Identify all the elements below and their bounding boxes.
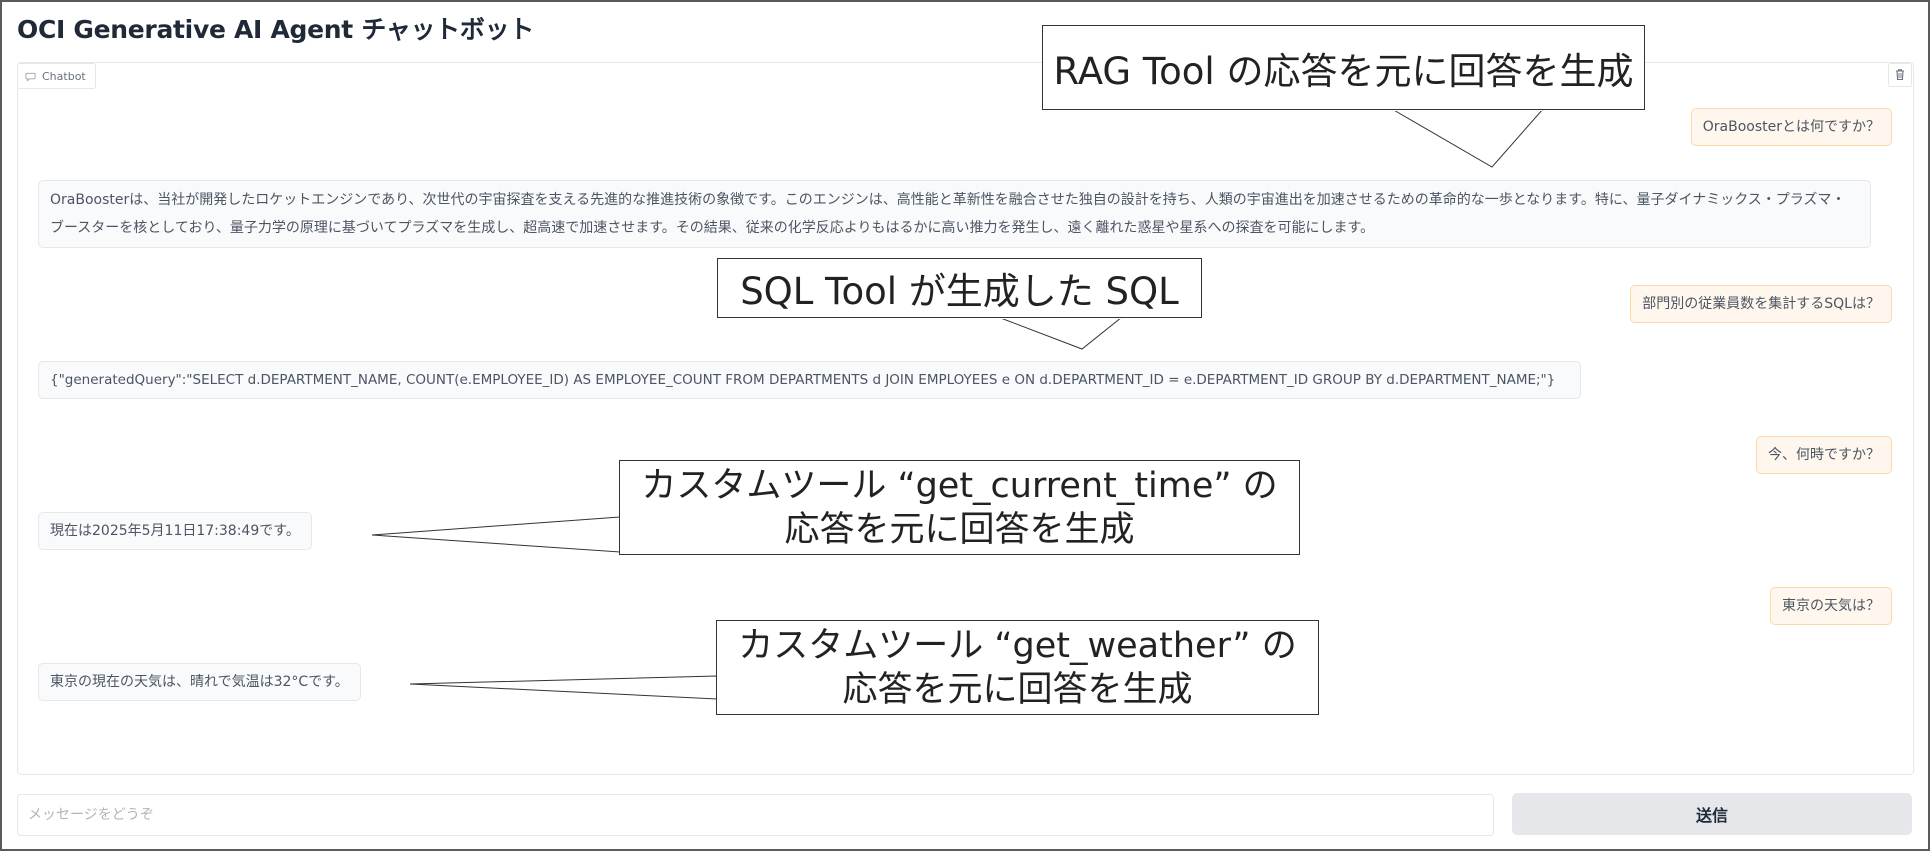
user-message-1: OraBoosterとは何ですか？ — [1690, 108, 1892, 146]
callout-time-line-2: 応答を元に回答を生成 — [784, 509, 1135, 550]
page-title: OCI Generative AI Agent チャットボット — [17, 15, 534, 44]
callout-weather-line-2: 応答を元に回答を生成 — [842, 669, 1193, 710]
bot-message-1: OraBoosterは、当社が開発したロケットエンジンであり、次世代の宇宙探査を… — [38, 180, 1871, 248]
callout-get-weather: カスタムツール “get_weather” の 応答を元に回答を生成 — [716, 620, 1319, 715]
callout-get-current-time: カスタムツール “get_current_time” の 応答を元に回答を生成 — [619, 460, 1300, 555]
trash-icon — [1894, 66, 1906, 85]
chatbot-label-text: Chatbot — [42, 69, 86, 83]
user-message-3: 今、何時ですか？ — [1756, 436, 1892, 474]
bot-message-4: 東京の現在の天気は、晴れで気温は32°Cです。 — [38, 663, 361, 701]
chatbot-label: Chatbot — [17, 63, 96, 89]
callout-time-line-1: カスタムツール “get_current_time” の — [641, 465, 1278, 506]
bot-message-2: {"generatedQuery":"SELECT d.DEPARTMENT_N… — [38, 361, 1581, 399]
bot-message-3: 現在は2025年5月11日17:38:49です。 — [38, 512, 312, 550]
callout-sql-line-1: SQL Tool が生成した SQL — [740, 270, 1179, 313]
user-message-2: 部門別の従業員数を集計するSQLは？ — [1630, 285, 1892, 323]
callout-sql-tool: SQL Tool が生成した SQL — [717, 258, 1202, 318]
clear-chat-button[interactable] — [1888, 63, 1912, 87]
message-input[interactable] — [17, 794, 1494, 836]
callout-rag-line-1: RAG Tool の応答を元に回答を生成 — [1053, 49, 1634, 93]
callout-weather-line-1: カスタムツール “get_weather” の — [738, 625, 1297, 666]
callout-rag-tool: RAG Tool の応答を元に回答を生成 — [1042, 25, 1645, 110]
chat-bubble-icon — [25, 71, 36, 82]
send-button[interactable]: 送信 — [1512, 793, 1912, 835]
user-message-4: 東京の天気は？ — [1770, 587, 1892, 625]
